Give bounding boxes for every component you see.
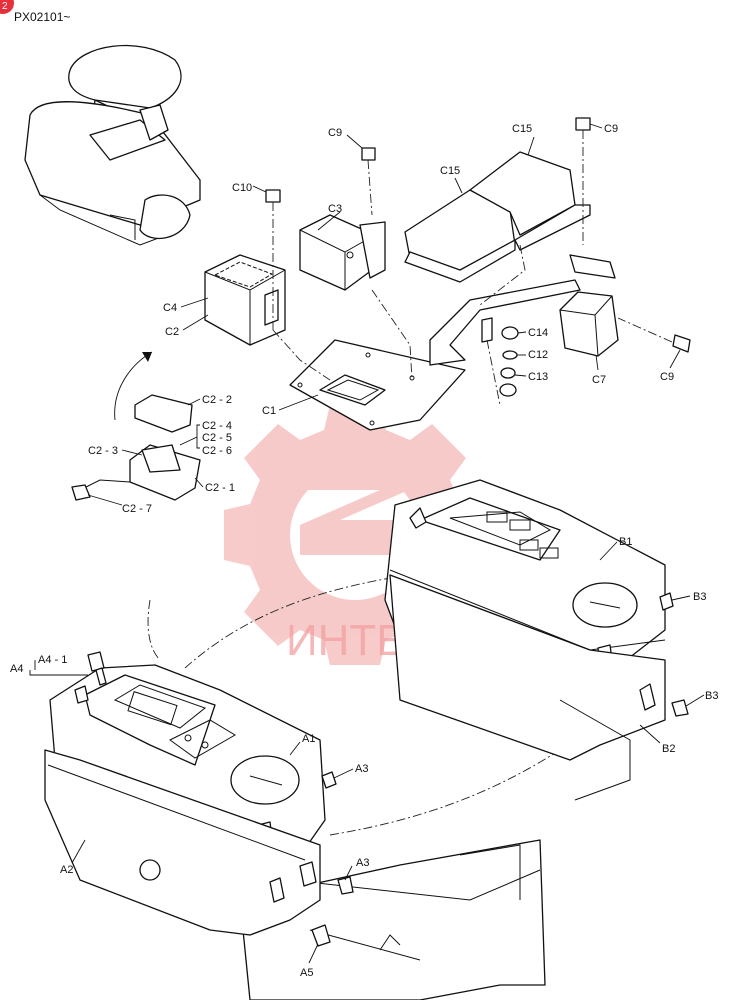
- controller-box-c2: [204, 254, 286, 346]
- callout-c2-1: C2 - 1: [205, 482, 235, 494]
- callout-c2-5: C2 - 5: [202, 432, 232, 444]
- nut-washer-stack: [481, 317, 519, 406]
- callout-c10: C10: [232, 182, 252, 194]
- callout-a3-bottom: A3: [356, 857, 369, 869]
- screw-b3-bottom: [671, 699, 689, 717]
- console-b2: [389, 574, 666, 761]
- callout-c2: C2: [165, 326, 179, 338]
- relay-c3: [299, 214, 386, 291]
- bolt-c10: [265, 189, 281, 330]
- callout-c2-2: C2 - 2: [202, 394, 232, 406]
- callout-c15-left: C15: [440, 165, 460, 177]
- callout-c3: C3: [328, 203, 342, 215]
- arrow-head: [142, 352, 152, 362]
- callout-a5: A5: [300, 967, 313, 979]
- callout-b2: B2: [662, 743, 675, 755]
- bolt-c9-right: [617, 317, 691, 353]
- callout-c4: C4: [163, 302, 177, 314]
- screw-b3-top: [659, 592, 674, 611]
- leader-lines: [29, 123, 705, 964]
- cover-c2-2: [134, 394, 193, 433]
- assembly-line-c2-c1: [272, 329, 331, 381]
- assembly-arc-left: [147, 599, 161, 661]
- callout-c13: C13: [528, 371, 548, 383]
- seat-thumbnail: [24, 44, 201, 246]
- screw-a3-top: [321, 771, 337, 789]
- bolt-c9-top: [575, 117, 591, 245]
- callout-c7: C7: [592, 374, 606, 386]
- callout-c12: C12: [528, 349, 548, 361]
- callout-b1: B1: [619, 536, 632, 548]
- callout-a3-top: A3: [355, 763, 368, 775]
- component-c7: [559, 291, 619, 357]
- mounting-plate-c1: [289, 254, 616, 431]
- assembly-line-c15: [479, 244, 526, 306]
- callout-c9-center: C9: [328, 127, 342, 139]
- serial-range-label: PX02101~: [14, 10, 70, 24]
- console-a2: [44, 749, 321, 936]
- callout-c9-top: C9: [604, 123, 618, 135]
- callout-c14: C14: [528, 327, 548, 339]
- callout-c9-right: C9: [660, 371, 674, 383]
- callout-c2-3: C2 - 3: [88, 445, 118, 457]
- seat-base-frame: [239, 699, 631, 1000]
- callout-a4: A4: [10, 663, 23, 675]
- control-box-c15-right: [469, 151, 591, 251]
- callout-c2-7: C2 - 7: [122, 503, 152, 515]
- callout-c1: C1: [262, 405, 276, 417]
- clip-a5: [311, 924, 331, 947]
- callout-c2-6: C2 - 6: [202, 445, 232, 457]
- corner-badge: [0, 0, 14, 14]
- corner-badge-number: 2: [2, 1, 8, 12]
- callout-a1: A1: [302, 733, 315, 745]
- callout-b3-bottom: B3: [705, 690, 718, 702]
- bolt-c9-center: [361, 147, 413, 381]
- callout-a4-1: A4 - 1: [38, 654, 67, 666]
- callout-labels: C9 C9 C10 C3 C15 C15 C4 C2 C1 C14 C12 C1…: [10, 123, 718, 979]
- callout-a2: A2: [60, 864, 73, 876]
- connector-c2-1: [71, 444, 201, 501]
- callout-c2-4: C2 - 4: [202, 420, 232, 432]
- callout-c15-right: C15: [512, 123, 532, 135]
- key-a4-1: [87, 651, 107, 686]
- callout-b3-top: B3: [693, 591, 706, 603]
